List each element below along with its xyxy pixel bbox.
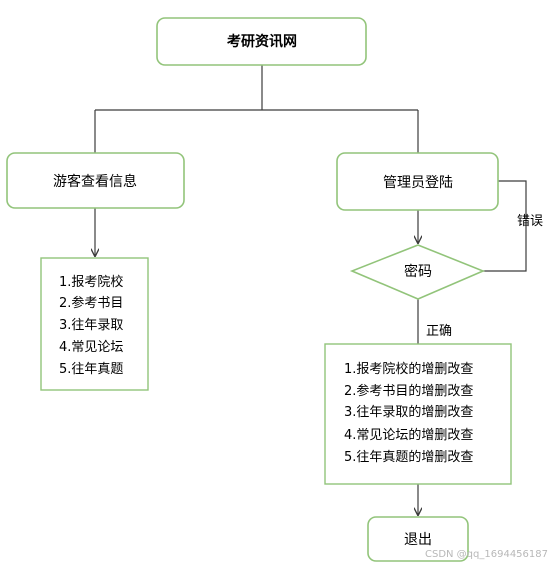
node-admin-label: 管理员登陆 xyxy=(383,175,453,191)
guest-info-item: 4.常见论坛 xyxy=(59,340,123,355)
guest-info-item: 1.报考院校 xyxy=(59,274,123,290)
node-guest-label: 游客查看信息 xyxy=(53,173,137,190)
watermark: CSDN @qq_1694456187 xyxy=(425,549,548,560)
edges xyxy=(95,65,527,515)
node-guest: 游客查看信息 xyxy=(6,152,185,209)
node-root-label: 考研资讯网 xyxy=(227,33,297,50)
guest-info-list: 1.报考院校 2.参考书目 3.往年录取 4.常见论坛 5.往年真题 xyxy=(40,257,149,391)
guest-info-item: 2.参考书目 xyxy=(59,295,123,311)
guest-info-item: 3.往年录取 xyxy=(59,318,123,333)
admin-crud-item: 4.常见论坛的增删改查 xyxy=(344,427,473,443)
admin-crud-item: 1.报考院校的增删改查 xyxy=(344,361,473,377)
node-exit-box xyxy=(367,516,469,562)
admin-crud-item: 2.参考书目的增删改查 xyxy=(344,383,473,399)
node-admin-box xyxy=(336,152,499,211)
guest-info-list-box xyxy=(40,257,149,391)
edge-error-loop xyxy=(483,180,527,272)
node-root-box xyxy=(156,17,367,66)
decision-password-shape xyxy=(349,244,486,300)
guest-info-item: 5.往年真题 xyxy=(59,362,123,377)
decision-password-label: 密码 xyxy=(404,263,432,280)
edge-label-correct: 正确 xyxy=(426,324,452,339)
admin-crud-list-box xyxy=(324,343,512,485)
admin-crud-list: 1.报考院校的增删改查 2.参考书目的增删改查 3.往年录取的增删改查 4.常见… xyxy=(324,343,512,485)
node-guest-box xyxy=(6,152,185,209)
node-exit: 退出 xyxy=(367,516,469,562)
node-admin: 管理员登陆 xyxy=(336,152,499,211)
node-exit-label: 退出 xyxy=(404,532,432,548)
admin-crud-item: 3.往年录取的增删改查 xyxy=(344,404,473,420)
decision-password: 密码 xyxy=(349,244,486,300)
node-root: 考研资讯网 xyxy=(156,17,367,66)
admin-crud-item: 5.往年真题的增删改查 xyxy=(344,449,473,465)
edge-label-error: 错误 xyxy=(517,214,543,229)
